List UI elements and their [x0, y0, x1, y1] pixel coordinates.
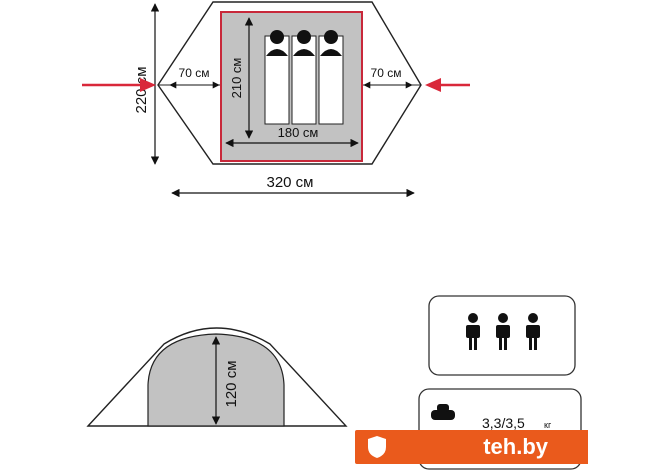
watermark-banner: teh.by: [355, 430, 588, 464]
side-view: 120 см: [86, 327, 348, 427]
overall-width-label: 320 см: [266, 174, 313, 191]
top-view: 210 см 180 см 70 см 70 см 220 см 320 см: [82, 1, 470, 198]
weight-unit: кг: [544, 420, 552, 430]
weight-icon: [431, 404, 455, 420]
watermark-text: teh.by: [483, 434, 548, 459]
entrance-arrow-right: [425, 78, 470, 92]
shield-logo-icon: [368, 436, 386, 458]
capacity-badge: [428, 295, 576, 376]
sleeper-head-1: [270, 30, 284, 44]
sleeping-pads: [264, 30, 344, 125]
sleeper-shoulders-1: [266, 49, 288, 56]
sleeper-shoulders-2: [293, 49, 315, 56]
vestibule-left-label: 70 см: [179, 66, 210, 80]
height-label: 120 см: [223, 360, 240, 407]
vestibule-right-label: 70 см: [371, 66, 402, 80]
inner-length-label: 210 см: [229, 58, 244, 99]
sleeper-head-2: [297, 30, 311, 44]
sleeper-shoulders-3: [320, 49, 342, 56]
three-persons-icon: [466, 313, 540, 350]
inner-width-label: 180 см: [278, 125, 319, 140]
entrance-arrow-left: [82, 78, 156, 92]
weight-value: 3,3/3,5: [482, 415, 525, 431]
sleeper-head-3: [324, 30, 338, 44]
